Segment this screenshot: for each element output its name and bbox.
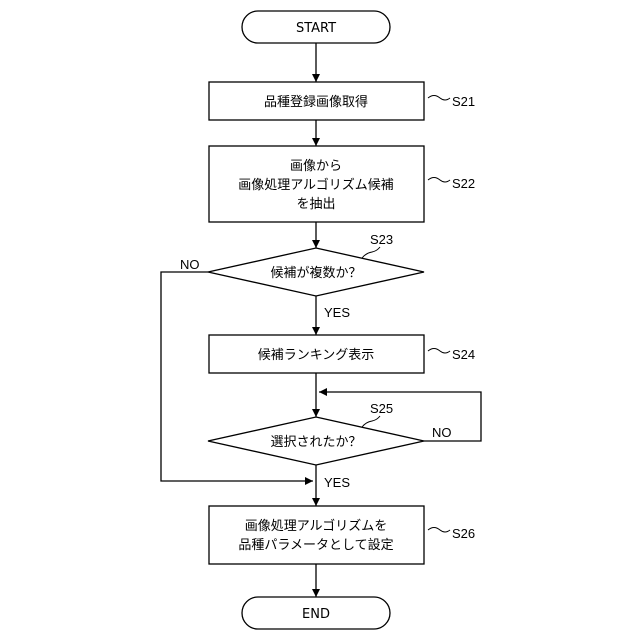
s23-no-label: NO [180, 257, 200, 272]
s26-tag-leader [428, 528, 450, 533]
s24-step-tag: S24 [452, 347, 475, 362]
s22-label-line-1: 画像から [290, 159, 342, 174]
s21-step-tag: S21 [452, 94, 475, 109]
s25-yes-label: YES [324, 475, 350, 490]
s22-label-line-2: 画像処理アルゴリズム候補 [238, 177, 394, 193]
s23-yes-label: YES [324, 305, 350, 320]
s22-tag-leader [428, 178, 450, 183]
s24-tag-leader [428, 349, 450, 354]
s22-label-line-3: を抽出 [296, 197, 335, 212]
s21-label: 品種登録画像取得 [264, 94, 368, 110]
s26-label-line-1: 画像処理アルゴリズムを [245, 518, 388, 534]
s26-step-tag: S26 [452, 526, 475, 541]
s25-step-tag: S25 [370, 401, 393, 416]
s24-label: 候補ランキング表示 [258, 348, 375, 363]
s23-step-tag: S23 [370, 232, 393, 247]
s26-process-box [209, 506, 424, 564]
s23-tag-leader [362, 247, 380, 258]
s26-label-line-2: 品種パラメータとして設定 [238, 537, 393, 553]
start-label: START [296, 21, 336, 36]
s25-no-label: NO [432, 425, 452, 440]
end-label: END [302, 607, 330, 622]
s21-tag-leader [428, 96, 450, 101]
s25-label: 選択されたか？ [270, 435, 361, 450]
s25-tag-leader [362, 416, 380, 427]
s23-label: 候補が複数か？ [270, 265, 361, 281]
s22-step-tag: S22 [452, 176, 475, 191]
